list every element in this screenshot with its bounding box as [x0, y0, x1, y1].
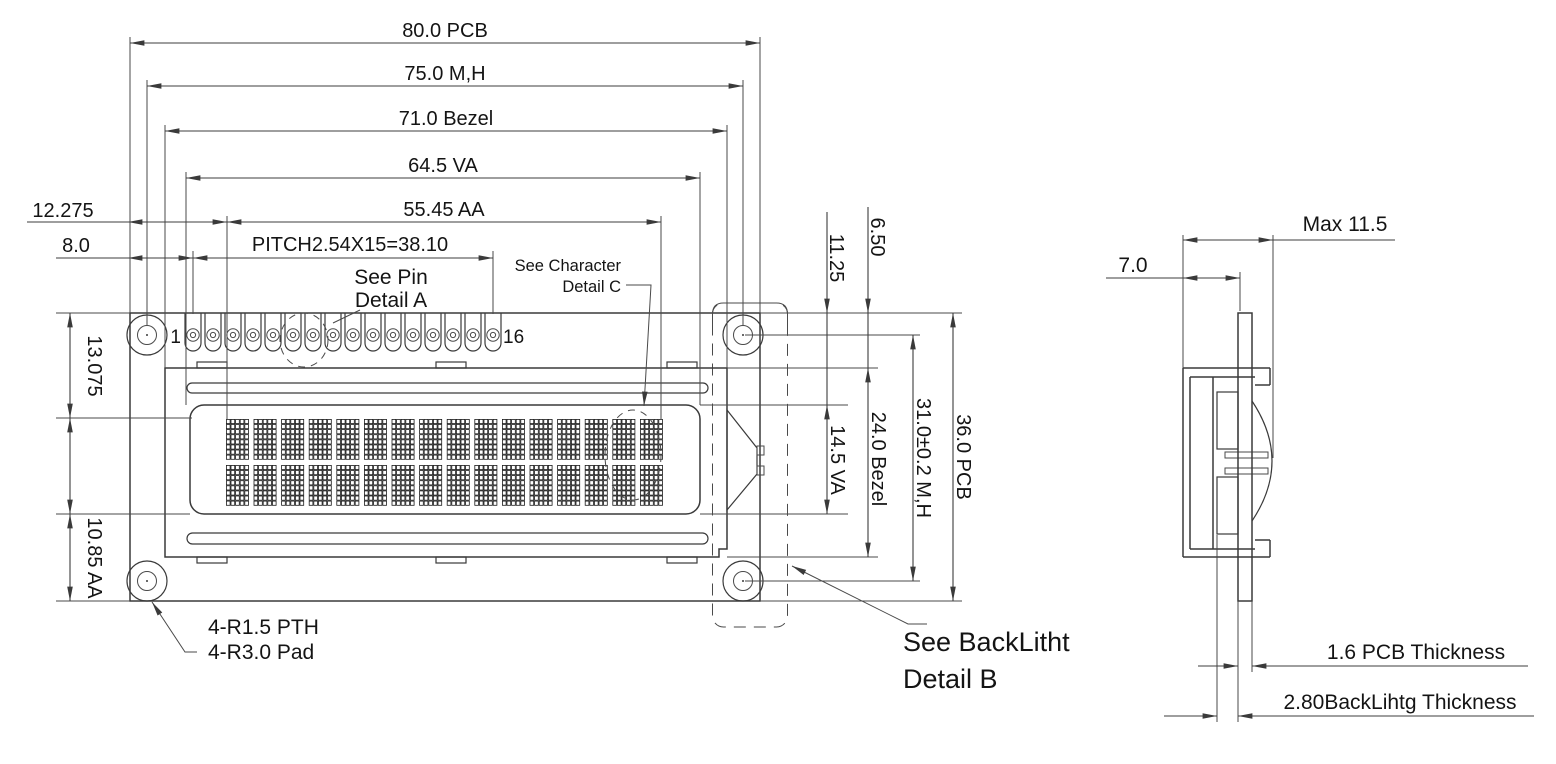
top-dimension-lines	[27, 40, 761, 261]
viewing-area	[189, 404, 701, 515]
dim-backlight-thickness: 2.80BackLihtg Thickness	[1283, 691, 1516, 714]
bezel-tabs	[196, 361, 698, 564]
pin-header	[184, 313, 502, 352]
dim-pin-offset: 8.0	[62, 235, 90, 257]
dim-bezel-width: 71.0 Bezel	[399, 108, 494, 130]
side-lens-arc	[1251, 400, 1273, 522]
note-hole-line2: 4-R3.0 Pad	[208, 641, 314, 664]
note-hole-line1: 4-R1.5 PTH	[208, 616, 319, 639]
dim-pcb-width: 80.0 PCB	[402, 20, 488, 42]
dim-va-width: 64.5 VA	[408, 155, 478, 177]
pcb-outline	[129, 312, 761, 602]
dim-pcb-height: 36.0 PCB	[952, 414, 974, 500]
mounting-holes	[126, 314, 764, 602]
pin	[304, 313, 322, 352]
note-char-detail-line2: Detail C	[562, 278, 621, 296]
dim-va-height: 14.5 VA	[826, 425, 848, 495]
dim-aa-offset: 12.275	[32, 200, 93, 222]
backlight-wedge	[726, 408, 765, 512]
pin	[264, 313, 282, 352]
pin	[224, 313, 242, 352]
side-view: Max 11.5 7.0 1.6 PCB Thickness 2.80BackL…	[1106, 213, 1534, 722]
pin	[344, 313, 362, 352]
note-backlight-detail-line1: See BackLitht	[903, 627, 1070, 657]
pin	[244, 313, 262, 352]
dim-module-width: 75.0 M,H	[404, 63, 485, 85]
char-detail-leader	[626, 284, 652, 407]
right-dimension-lines	[824, 207, 956, 602]
pin	[204, 313, 222, 352]
dim-bezel-height: 24.0 Bezel	[867, 412, 889, 507]
pin-16-label: 16	[503, 327, 524, 348]
note-char-detail-line1: See Character	[515, 257, 622, 275]
pin	[384, 313, 402, 352]
backlight-housing-outline	[712, 302, 788, 628]
top-seal-bar	[186, 382, 709, 394]
note-pin-detail-line2: Detail A	[355, 289, 427, 312]
note-backlight-detail-line2: Detail B	[903, 664, 998, 694]
pin-detail-circle	[279, 312, 329, 368]
dim-bottom-margin: 10.85 AA	[83, 517, 105, 599]
dim-front-to-pcb: 7.0	[1118, 254, 1147, 277]
bottom-seal-bar	[186, 532, 709, 545]
side-pcb	[1237, 312, 1253, 602]
backlight-detail-leader	[791, 565, 927, 625]
pin	[424, 313, 442, 352]
dim-va-top-offset: 11.25	[825, 234, 847, 283]
pin	[364, 313, 382, 352]
pin	[404, 313, 422, 352]
bezel-outline	[164, 367, 728, 558]
pin	[484, 313, 502, 352]
char-detail-circle	[604, 409, 662, 501]
dim-pcb-thickness: 1.6 PCB Thickness	[1327, 641, 1505, 664]
dim-aa-width: 55.45 AA	[403, 199, 485, 221]
pin-1-label: 1	[170, 327, 181, 348]
side-dimension-lines	[1106, 237, 1534, 719]
callout-notes: See Pin Detail A See Character Detail C …	[151, 257, 1070, 694]
pin-detail-leader	[332, 309, 361, 324]
dim-module-height: 31.0±0.2 M,H	[912, 398, 934, 518]
pin	[464, 313, 482, 352]
pin	[444, 313, 462, 352]
front-dimensions: 80.0 PCB 75.0 M,H 71.0 Bezel 64.5 VA 55.…	[27, 20, 974, 602]
extension-lines	[56, 37, 962, 602]
side-backlight	[1216, 391, 1269, 535]
side-extension-lines	[1182, 235, 1274, 722]
character-matrix	[225, 418, 663, 506]
pin	[284, 313, 302, 352]
dim-pin-pitch: PITCH2.54X15=38.10	[252, 234, 448, 256]
dim-top-margin: 13.075	[83, 335, 105, 396]
front-view: 1 16	[126, 302, 788, 628]
pin	[324, 313, 342, 352]
side-frame	[1182, 367, 1271, 558]
dim-bezel-top-offset: 6.50	[866, 218, 888, 257]
hole-note-leader	[151, 601, 197, 653]
pin	[184, 313, 202, 352]
note-pin-detail-line1: See Pin	[354, 266, 428, 289]
dim-overall-thickness: Max 11.5	[1303, 213, 1388, 236]
